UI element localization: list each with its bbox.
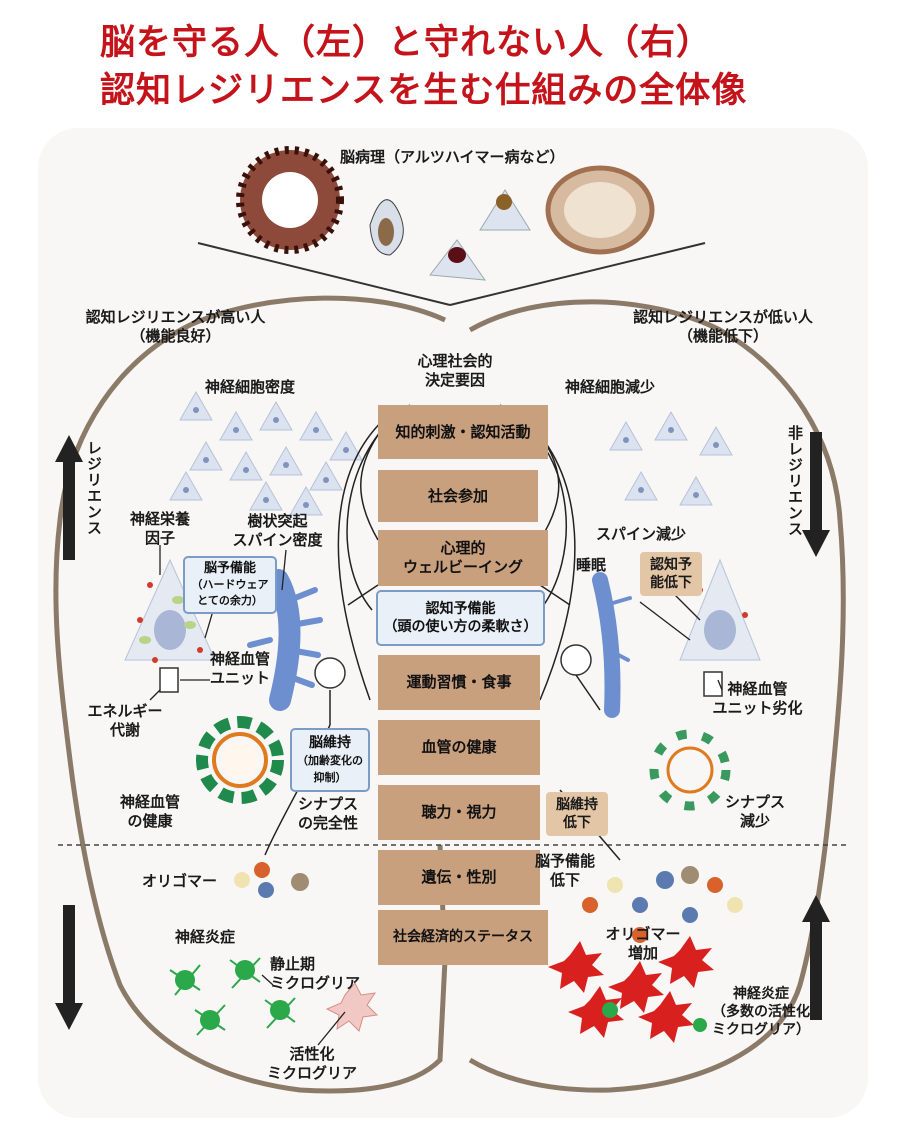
cog-reserve-decline-box: 認知予 能低下	[640, 552, 702, 596]
neurotrophic-line2: 因子	[144, 529, 175, 547]
synapse-loss-label: シナプス 減少	[715, 793, 795, 831]
inflammation-label-left: 神経炎症	[175, 928, 236, 946]
nv-unit-decline-line1: 神経血管	[727, 680, 788, 698]
brain-reserve-line1: 脳予備能	[203, 561, 256, 576]
vascular-health-line1: 神経血管	[119, 793, 180, 811]
synapse-label: シナプス の完全性	[283, 795, 373, 833]
nonresilience-vertical-label: 非レジリエンス	[786, 425, 804, 537]
inflammation-right-line3: ミクログリア）	[712, 1022, 810, 1038]
center-box-cognitive-reserve: 認知予備能 （頭の使い方の柔軟さ）	[376, 590, 545, 646]
activated-microglia-label: 活性化 ミクログリア	[262, 1045, 362, 1083]
oligomer-increase-label: オリゴマー 増加	[598, 925, 688, 963]
center-box-genetics-sex: 遺伝・性別	[378, 850, 540, 905]
oligomer-increase-line1: オリゴマー	[605, 925, 681, 943]
center-header: 心理社会的 決定要因	[400, 352, 510, 390]
center-box-wellbeing: 心理的 ウェルビーイング	[378, 530, 548, 586]
brain-maintenance-line1: 脳維持	[309, 734, 351, 751]
right-header-line1: 認知レジリエンスが低い人	[633, 308, 813, 326]
dendrite-line2: スパイン密度	[232, 531, 323, 549]
resilience-vertical-label: レジリエンス	[85, 440, 103, 536]
energy-line2: 代謝	[109, 721, 140, 739]
resting-microglia-label: 静止期 ミクログリア	[270, 955, 360, 993]
inflammation-right-line2: （多数の活性化	[712, 1004, 810, 1020]
center-box-intellectual: 知的刺激・認知活動	[378, 405, 548, 459]
vascular-health-line2: の健康	[127, 812, 173, 830]
left-header-line1: 認知レジリエンスが高い人	[85, 308, 266, 326]
energy-line1: エネルギー	[87, 702, 163, 720]
synapse-loss-line1: シナプス	[724, 793, 785, 811]
left-header-line2: （機能良好）	[130, 327, 221, 345]
brain-reserve-decline-line1: 脳予備能	[534, 852, 595, 870]
title-line-1: 脳を守る人（左）と守れない人（右）	[100, 23, 713, 63]
left-header: 認知レジリエンスが高い人 （機能良好）	[58, 308, 293, 346]
brain-reserve-line2: （ハードウェア	[191, 578, 269, 591]
cognitive-reserve-line2: （頭の使い方の柔軟さ）	[383, 619, 538, 635]
neurotrophic-label: 神経栄養 因子	[120, 510, 200, 548]
wellbeing-line2: ウェルビーイング	[402, 558, 523, 576]
center-box-exercise-diet: 運動習慣・食事	[378, 655, 540, 710]
resting-microglia-line1: 静止期	[270, 955, 316, 973]
inflammation-label-right: 神経炎症 （多数の活性化 ミクログリア）	[706, 985, 816, 1039]
center-header-line2: 決定要因	[424, 371, 485, 389]
synapse-line2: の完全性	[297, 814, 358, 832]
spine-loss-label: スパイン減少	[596, 525, 687, 543]
center-header-line1: 心理社会的	[417, 352, 493, 370]
oligomer-label: オリゴマー	[142, 872, 218, 890]
right-header-line2: （機能低下）	[677, 327, 768, 345]
energy-label: エネルギー 代謝	[85, 702, 165, 740]
sleep-label: 睡眠	[576, 556, 607, 574]
dendrite-label: 樹状突起 スパイン密度	[220, 512, 335, 550]
vascular-health-label: 神経血管 の健康	[110, 793, 190, 831]
brain-maintenance-line3: 抑制）	[313, 770, 347, 784]
brain-reserve-line3: とての余力）	[197, 594, 263, 607]
synapse-line1: シナプス	[297, 795, 358, 813]
neurotrophic-line1: 神経栄養	[129, 510, 190, 528]
brain-maintenance-box: 脳維持 （加齢変化の 抑制）	[290, 728, 370, 792]
activated-microglia-line1: 活性化	[289, 1045, 335, 1063]
center-box-ses: 社会経済的ステータス	[378, 910, 548, 965]
activated-microglia-line2: ミクログリア	[266, 1064, 357, 1082]
oligomer-increase-line2: 増加	[627, 944, 658, 962]
brain-reserve-decline-line2: 低下	[549, 871, 580, 889]
inflammation-right-line1: 神経炎症	[733, 986, 789, 1002]
nv-unit-line2: ユニット	[210, 669, 271, 687]
pathology-label: 脳病理（アルツハイマー病など）	[340, 148, 565, 166]
nv-unit-line1: 神経血管	[210, 650, 271, 668]
cognitive-reserve-line1: 認知予備能	[425, 601, 496, 617]
right-header: 認知レジリエンスが低い人 （機能低下）	[608, 308, 838, 346]
title-line-2: 認知レジリエンスを生む仕組みの全体像	[100, 71, 748, 111]
center-box-hearing-vision: 聴力・視力	[378, 785, 540, 840]
nv-unit-label: 神経血管 ユニット	[210, 650, 270, 688]
dendrite-line1: 樹状突起	[247, 512, 308, 530]
nv-unit-decline-label: 神経血管 ユニット劣化	[700, 680, 815, 718]
neuron-loss-label: 神経細胞減少	[565, 378, 656, 396]
brain-reserve-decline-label: 脳予備能 低下	[525, 852, 605, 890]
cog-reserve-decline-line1: 認知予	[650, 557, 692, 573]
brain-maintenance-line2: （加齢変化の	[297, 753, 363, 767]
center-box-vascular: 血管の健康	[378, 720, 540, 775]
center-box-social: 社会参加	[378, 470, 538, 522]
resting-microglia-line2: ミクログリア	[270, 974, 361, 992]
maintenance-decline-box: 脳維持 低下	[546, 792, 608, 836]
neuron-density-label: 神経細胞密度	[205, 378, 296, 396]
nv-unit-decline-line2: ユニット劣化	[712, 699, 803, 717]
maintenance-decline-line2: 低下	[563, 815, 591, 831]
cog-reserve-decline-line2: 能低下	[650, 575, 692, 591]
wellbeing-line1: 心理的	[440, 539, 486, 557]
synapse-loss-line2: 減少	[739, 812, 770, 830]
brain-reserve-box: 脳予備能 （ハードウェア とての余力）	[183, 556, 277, 614]
maintenance-decline-line1: 脳維持	[556, 797, 598, 813]
